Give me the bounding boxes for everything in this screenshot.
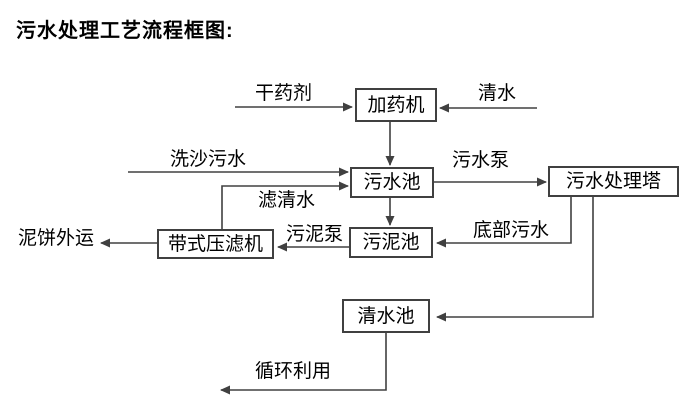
node-dosing-machine: 加药机 bbox=[355, 88, 437, 122]
node-belt-filter-press-label: 带式压滤机 bbox=[167, 233, 263, 255]
node-treatment-tower: 污水处理塔 bbox=[548, 166, 679, 197]
edge-label-filtered-water: 滤清水 bbox=[258, 190, 316, 211]
node-clean-water-pool: 清水池 bbox=[342, 299, 430, 333]
edge-label-clean-water: 清水 bbox=[478, 83, 517, 104]
arrow-filtered-water-to-sewage-pool bbox=[221, 181, 349, 229]
node-sludge-pool-label: 污泥池 bbox=[362, 232, 420, 253]
arrow-recycle bbox=[220, 333, 387, 395]
edge-label-bottom-sewage: 底部污水 bbox=[473, 220, 550, 241]
edge-label-sand-washing-sewage: 洗沙污水 bbox=[170, 149, 247, 170]
node-treatment-tower-label: 污水处理塔 bbox=[565, 171, 661, 192]
edge-label-recycle: 循环利用 bbox=[255, 361, 332, 382]
edge-label-sewage-pump: 污水泵 bbox=[452, 150, 510, 171]
node-sewage-pool: 污水池 bbox=[350, 167, 434, 198]
node-belt-filter-press: 带式压滤机 bbox=[157, 229, 274, 259]
node-sewage-pool-label: 污水池 bbox=[363, 172, 421, 193]
arrow-bottom-sewage-to-sludge-pool bbox=[436, 197, 572, 248]
edge-label-mud-cake-out: 泥饼外运 bbox=[18, 228, 95, 249]
page-title: 污水处理工艺流程框图: bbox=[16, 20, 234, 42]
edge-label-sludge-pump: 污泥泵 bbox=[286, 224, 344, 245]
node-sludge-pool: 污泥池 bbox=[349, 227, 433, 258]
edge-label-dry-agent: 干药剂 bbox=[255, 83, 313, 104]
node-dosing-machine-label: 加药机 bbox=[367, 94, 425, 116]
arrow-tower-to-clean-water-pool bbox=[436, 197, 594, 322]
node-clean-water-pool-label: 清水池 bbox=[357, 305, 415, 327]
